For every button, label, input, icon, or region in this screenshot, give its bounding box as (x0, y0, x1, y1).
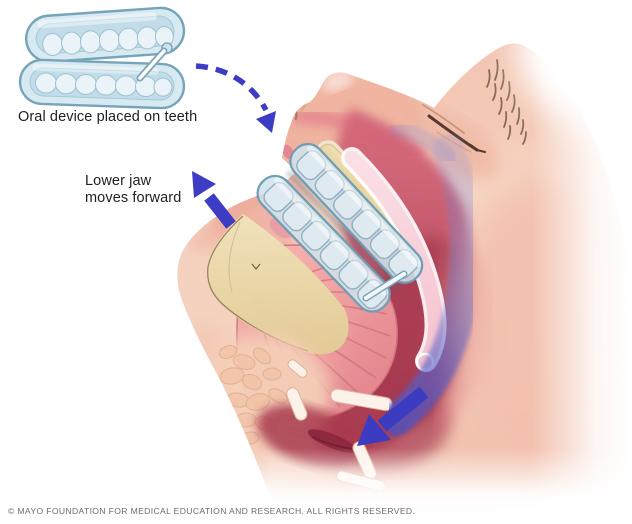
upper-device-tray (289, 142, 424, 284)
copyright-notice: © MAYO FOUNDATION FOR MEDICAL EDUCATION … (8, 506, 416, 516)
inset-oral-device-illustration (18, 6, 186, 110)
bottom-edge-fade (0, 440, 632, 524)
inset-upper-tray (24, 6, 186, 63)
jaw-label-line1: Lower jaw (85, 173, 152, 189)
lower-device-tray (256, 174, 391, 313)
device-connector (362, 270, 408, 302)
inset-lower-tray (18, 58, 186, 110)
jaw-label-line2: moves forward (85, 189, 182, 206)
oral-device-on-teeth (256, 142, 424, 313)
inset-device-connector (136, 42, 173, 82)
corner-fade (517, 0, 632, 133)
dashed-arrow-icon (195, 63, 276, 133)
jaw-label: Lower jaw moves forward (85, 173, 181, 206)
device-label: Oral device placed on teeth (18, 109, 198, 125)
jaw-forward-arrow-icon (192, 171, 236, 229)
